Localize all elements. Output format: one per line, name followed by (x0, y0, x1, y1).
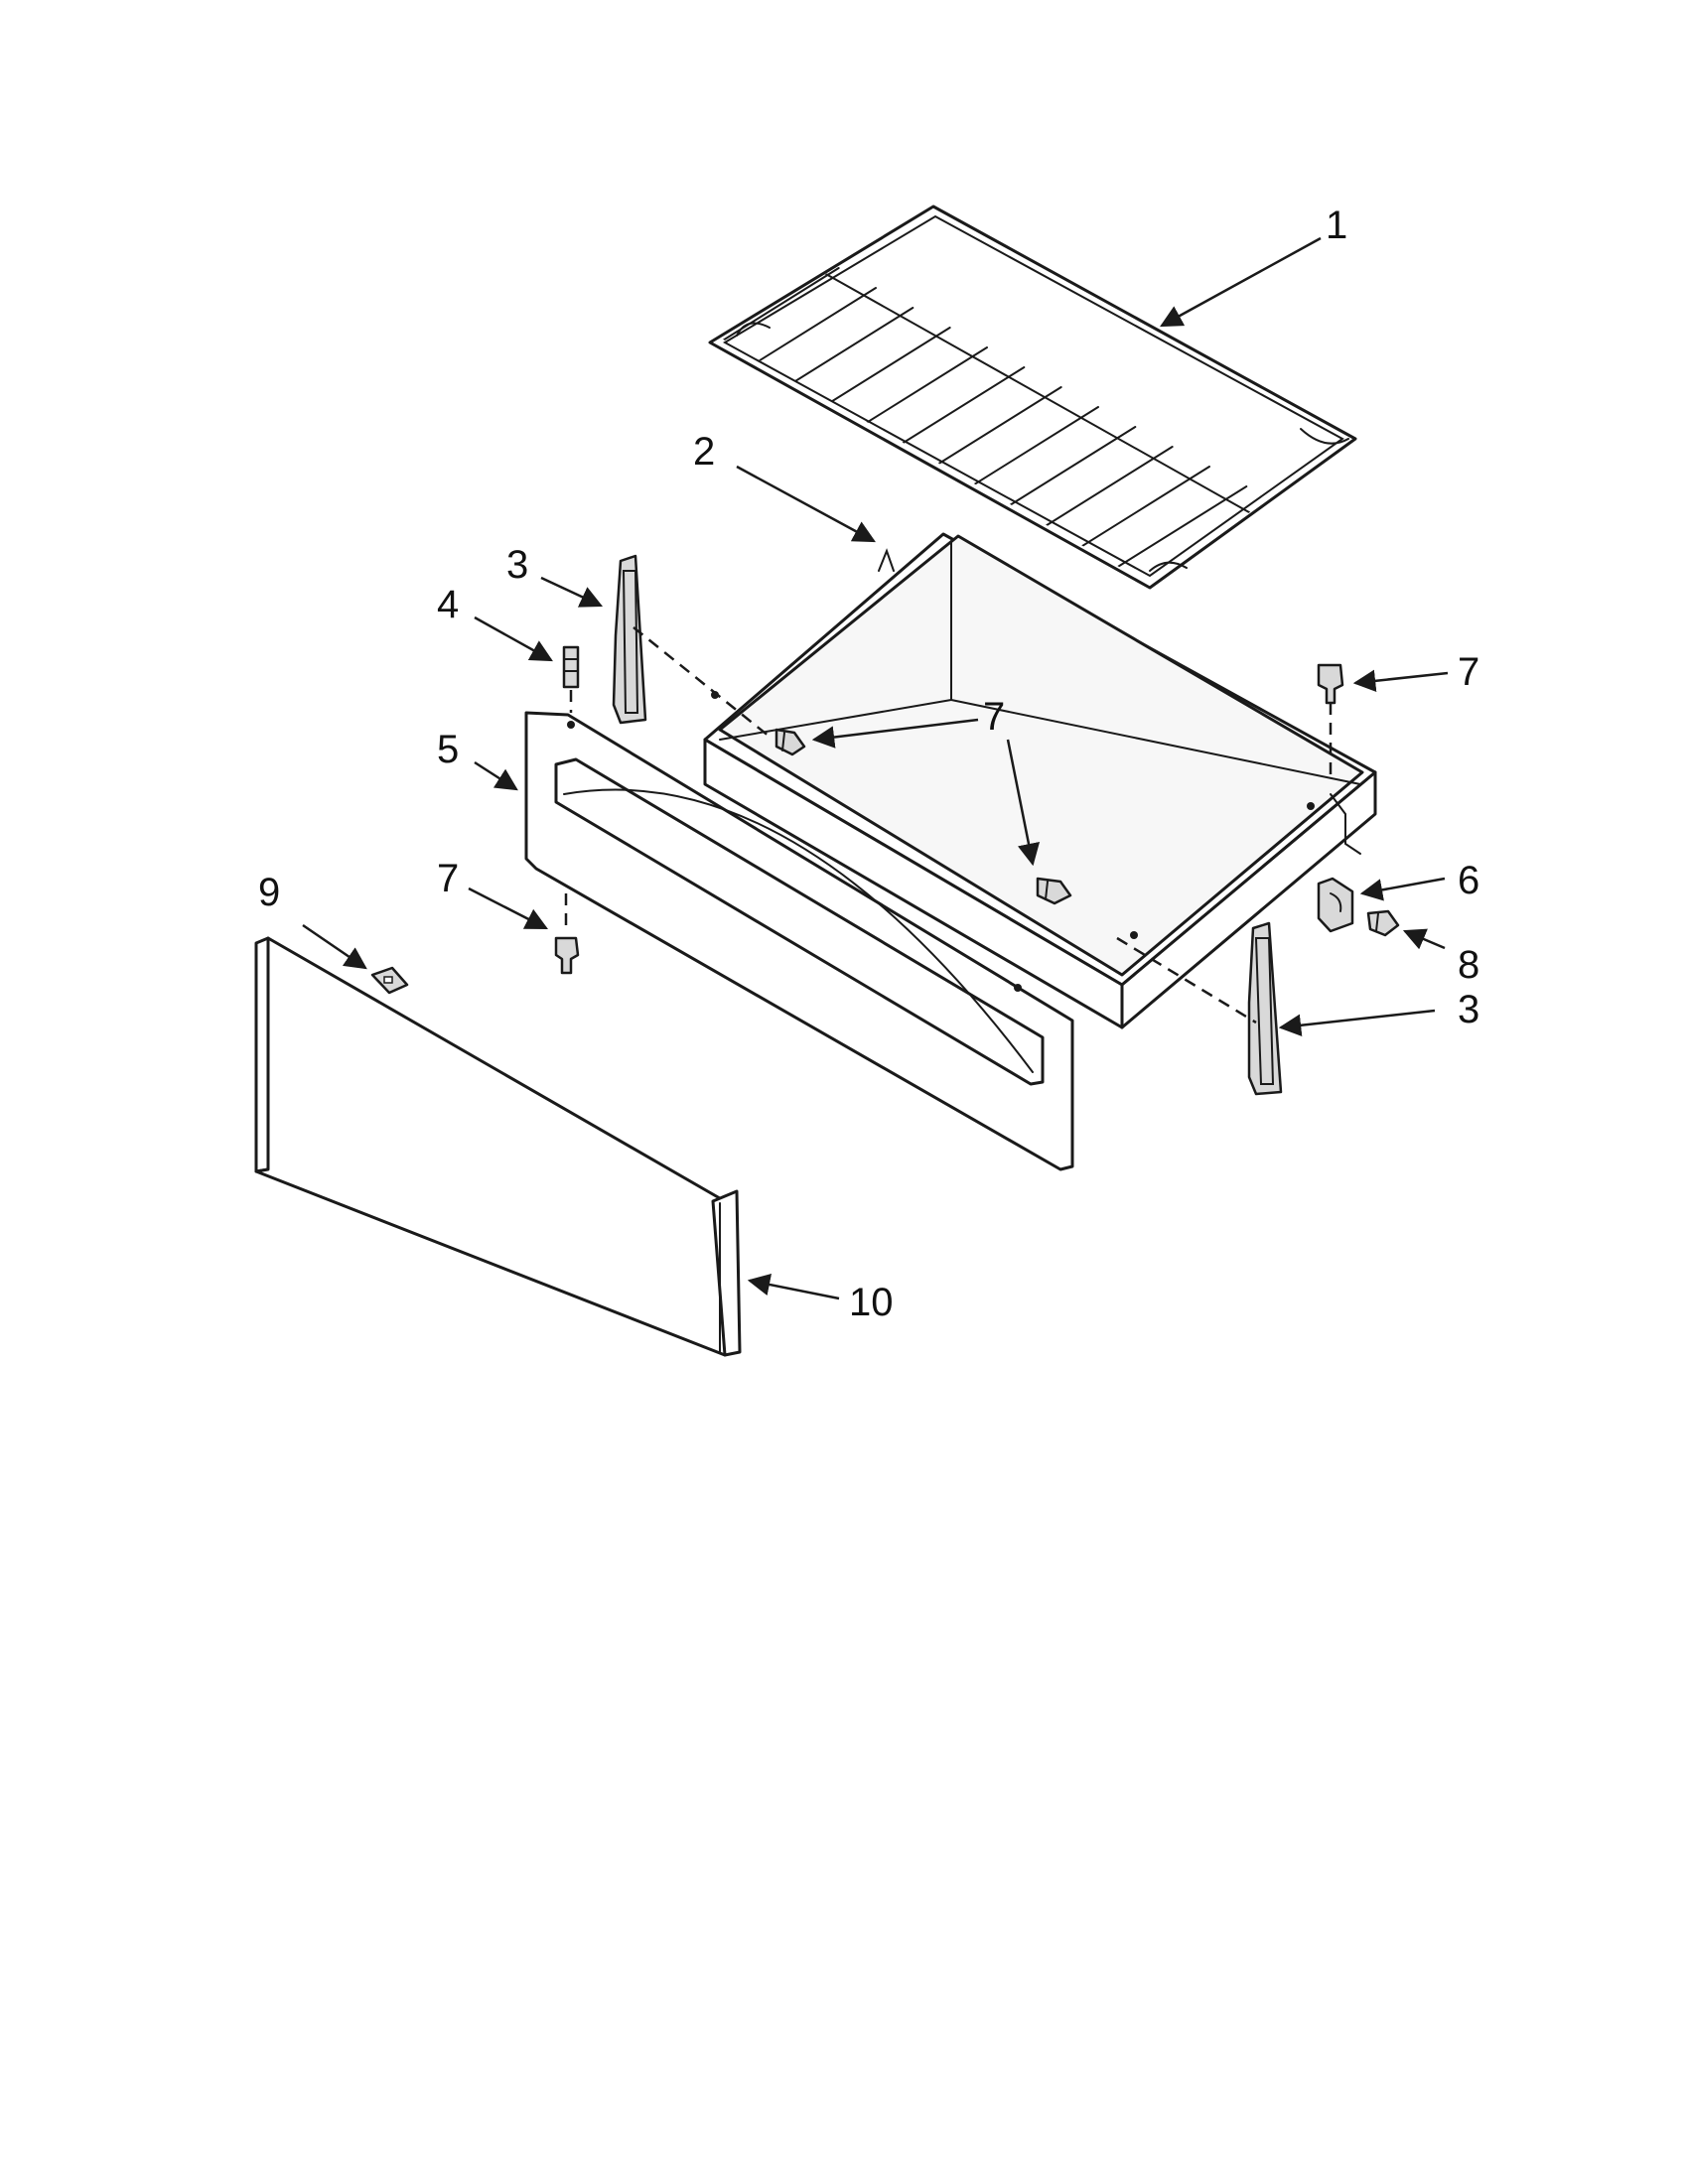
slide-bracket-right (1247, 921, 1283, 1096)
leader-7b (1006, 739, 1041, 867)
rack-wire (720, 267, 840, 418)
screw-7-top-right (1317, 663, 1344, 705)
stud (562, 645, 580, 689)
leader-2 (736, 465, 876, 543)
screw-7-pan-front (1036, 877, 1072, 905)
callout-7d: 7 (437, 857, 459, 900)
drawer-pan (703, 532, 1377, 1029)
rack-center-wire (823, 272, 1257, 517)
callout-6: 6 (1458, 859, 1479, 902)
leader-8 (1402, 928, 1446, 950)
slide-bracket-left (612, 554, 647, 725)
rack-wire (720, 227, 766, 378)
callout-3a: 3 (506, 543, 528, 587)
leader-5 (474, 760, 518, 791)
callout-1: 1 (1326, 204, 1347, 247)
screw-7-pan-left (774, 728, 806, 756)
callout-9: 9 (258, 871, 280, 914)
drawer-front-panel (524, 711, 1074, 1171)
leader-9 (302, 923, 367, 970)
rack-wire (970, 466, 1210, 586)
leader-7d (468, 887, 549, 930)
leader-6 (1359, 877, 1446, 901)
leader-3a (540, 576, 604, 608)
leader-7c (1352, 669, 1449, 693)
clip (370, 966, 409, 995)
callout-10: 10 (849, 1281, 894, 1324)
rack-wire (1007, 485, 1248, 586)
leader-4 (474, 615, 553, 662)
callout-3b: 3 (1458, 988, 1479, 1031)
alignment-line-right (1116, 936, 1257, 1024)
leader-1 (1160, 236, 1322, 328)
screw-7-bottom (554, 936, 580, 975)
toe-panel (254, 936, 742, 1357)
screw-8 (1366, 909, 1400, 937)
callout-2: 2 (693, 430, 715, 474)
callout-4: 4 (437, 583, 459, 626)
callout-7a: 7 (983, 695, 1005, 739)
callout-7c: 7 (1458, 650, 1479, 694)
leader-3b (1278, 1009, 1436, 1036)
bracket (1317, 877, 1354, 933)
alignment-line-left (633, 626, 771, 738)
leader-10 (747, 1273, 840, 1300)
leader-7a (811, 718, 979, 749)
callout-8: 8 (1458, 943, 1479, 987)
callout-5: 5 (437, 728, 459, 771)
